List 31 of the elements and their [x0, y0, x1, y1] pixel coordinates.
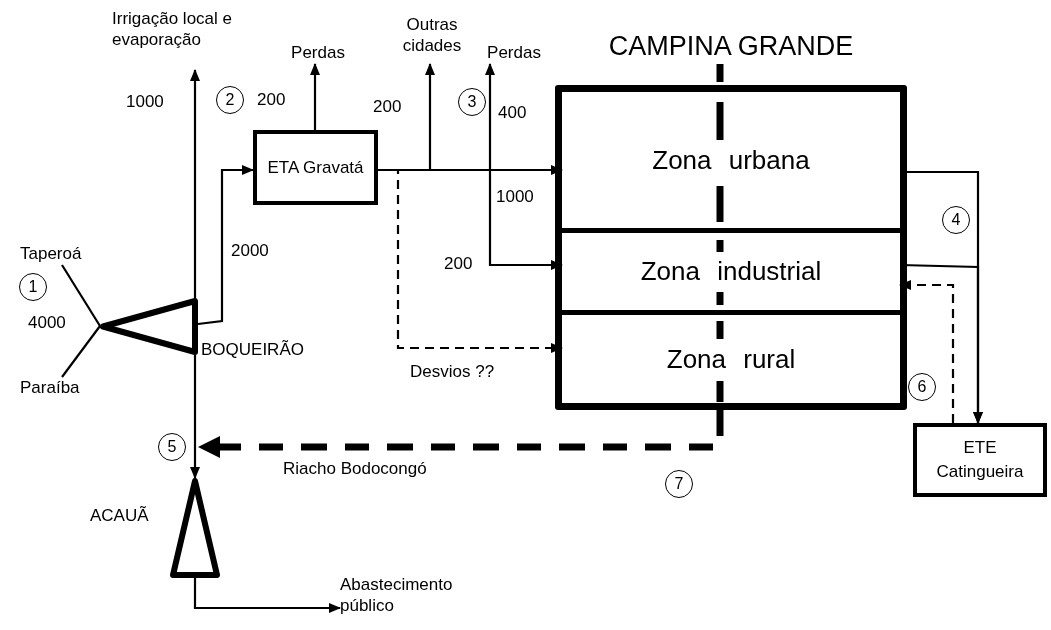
reservoir-label: BOQUEIRÃO [201, 339, 304, 360]
treatment-plant-box: ETE Catingueira [913, 423, 1047, 497]
reservoir-triangle [100, 298, 198, 355]
arrow [197, 165, 254, 326]
loss-label: Perdas [284, 42, 352, 64]
arrow [190, 355, 200, 479]
callout-number: 2 [216, 86, 244, 114]
zone-label: Zona rural [666, 343, 796, 375]
river-label: Paraíba [20, 377, 92, 399]
line [61, 264, 101, 327]
callout-number: 1 [19, 273, 47, 301]
city-title: CAMPINA GRANDE [607, 30, 855, 62]
arrow [190, 69, 200, 298]
callout-number: 3 [458, 88, 486, 116]
callout-number: 5 [158, 433, 186, 461]
supply-label: Abastecimento público [340, 574, 490, 624]
zone-label: Zona urbana [652, 144, 810, 176]
zone-label: Zona industrial [640, 256, 822, 287]
treatment-plant-box: ETA Gravatá [253, 130, 378, 205]
edge-label: Riacho Bodocongó [283, 459, 427, 479]
outflow-label: Irrigação local e evaporação [112, 8, 244, 70]
line [61, 325, 101, 378]
flow-value: 4000 [28, 312, 66, 333]
arrow [310, 63, 320, 130]
reservoir-label: ACAUÃ [90, 505, 149, 526]
callout-number: 6 [908, 373, 936, 401]
arrow [193, 578, 341, 613]
river-label: Taperoá [20, 243, 92, 265]
callout-number: 4 [942, 206, 970, 234]
reservoir-triangle [170, 478, 220, 578]
callout-number: 7 [665, 470, 693, 498]
